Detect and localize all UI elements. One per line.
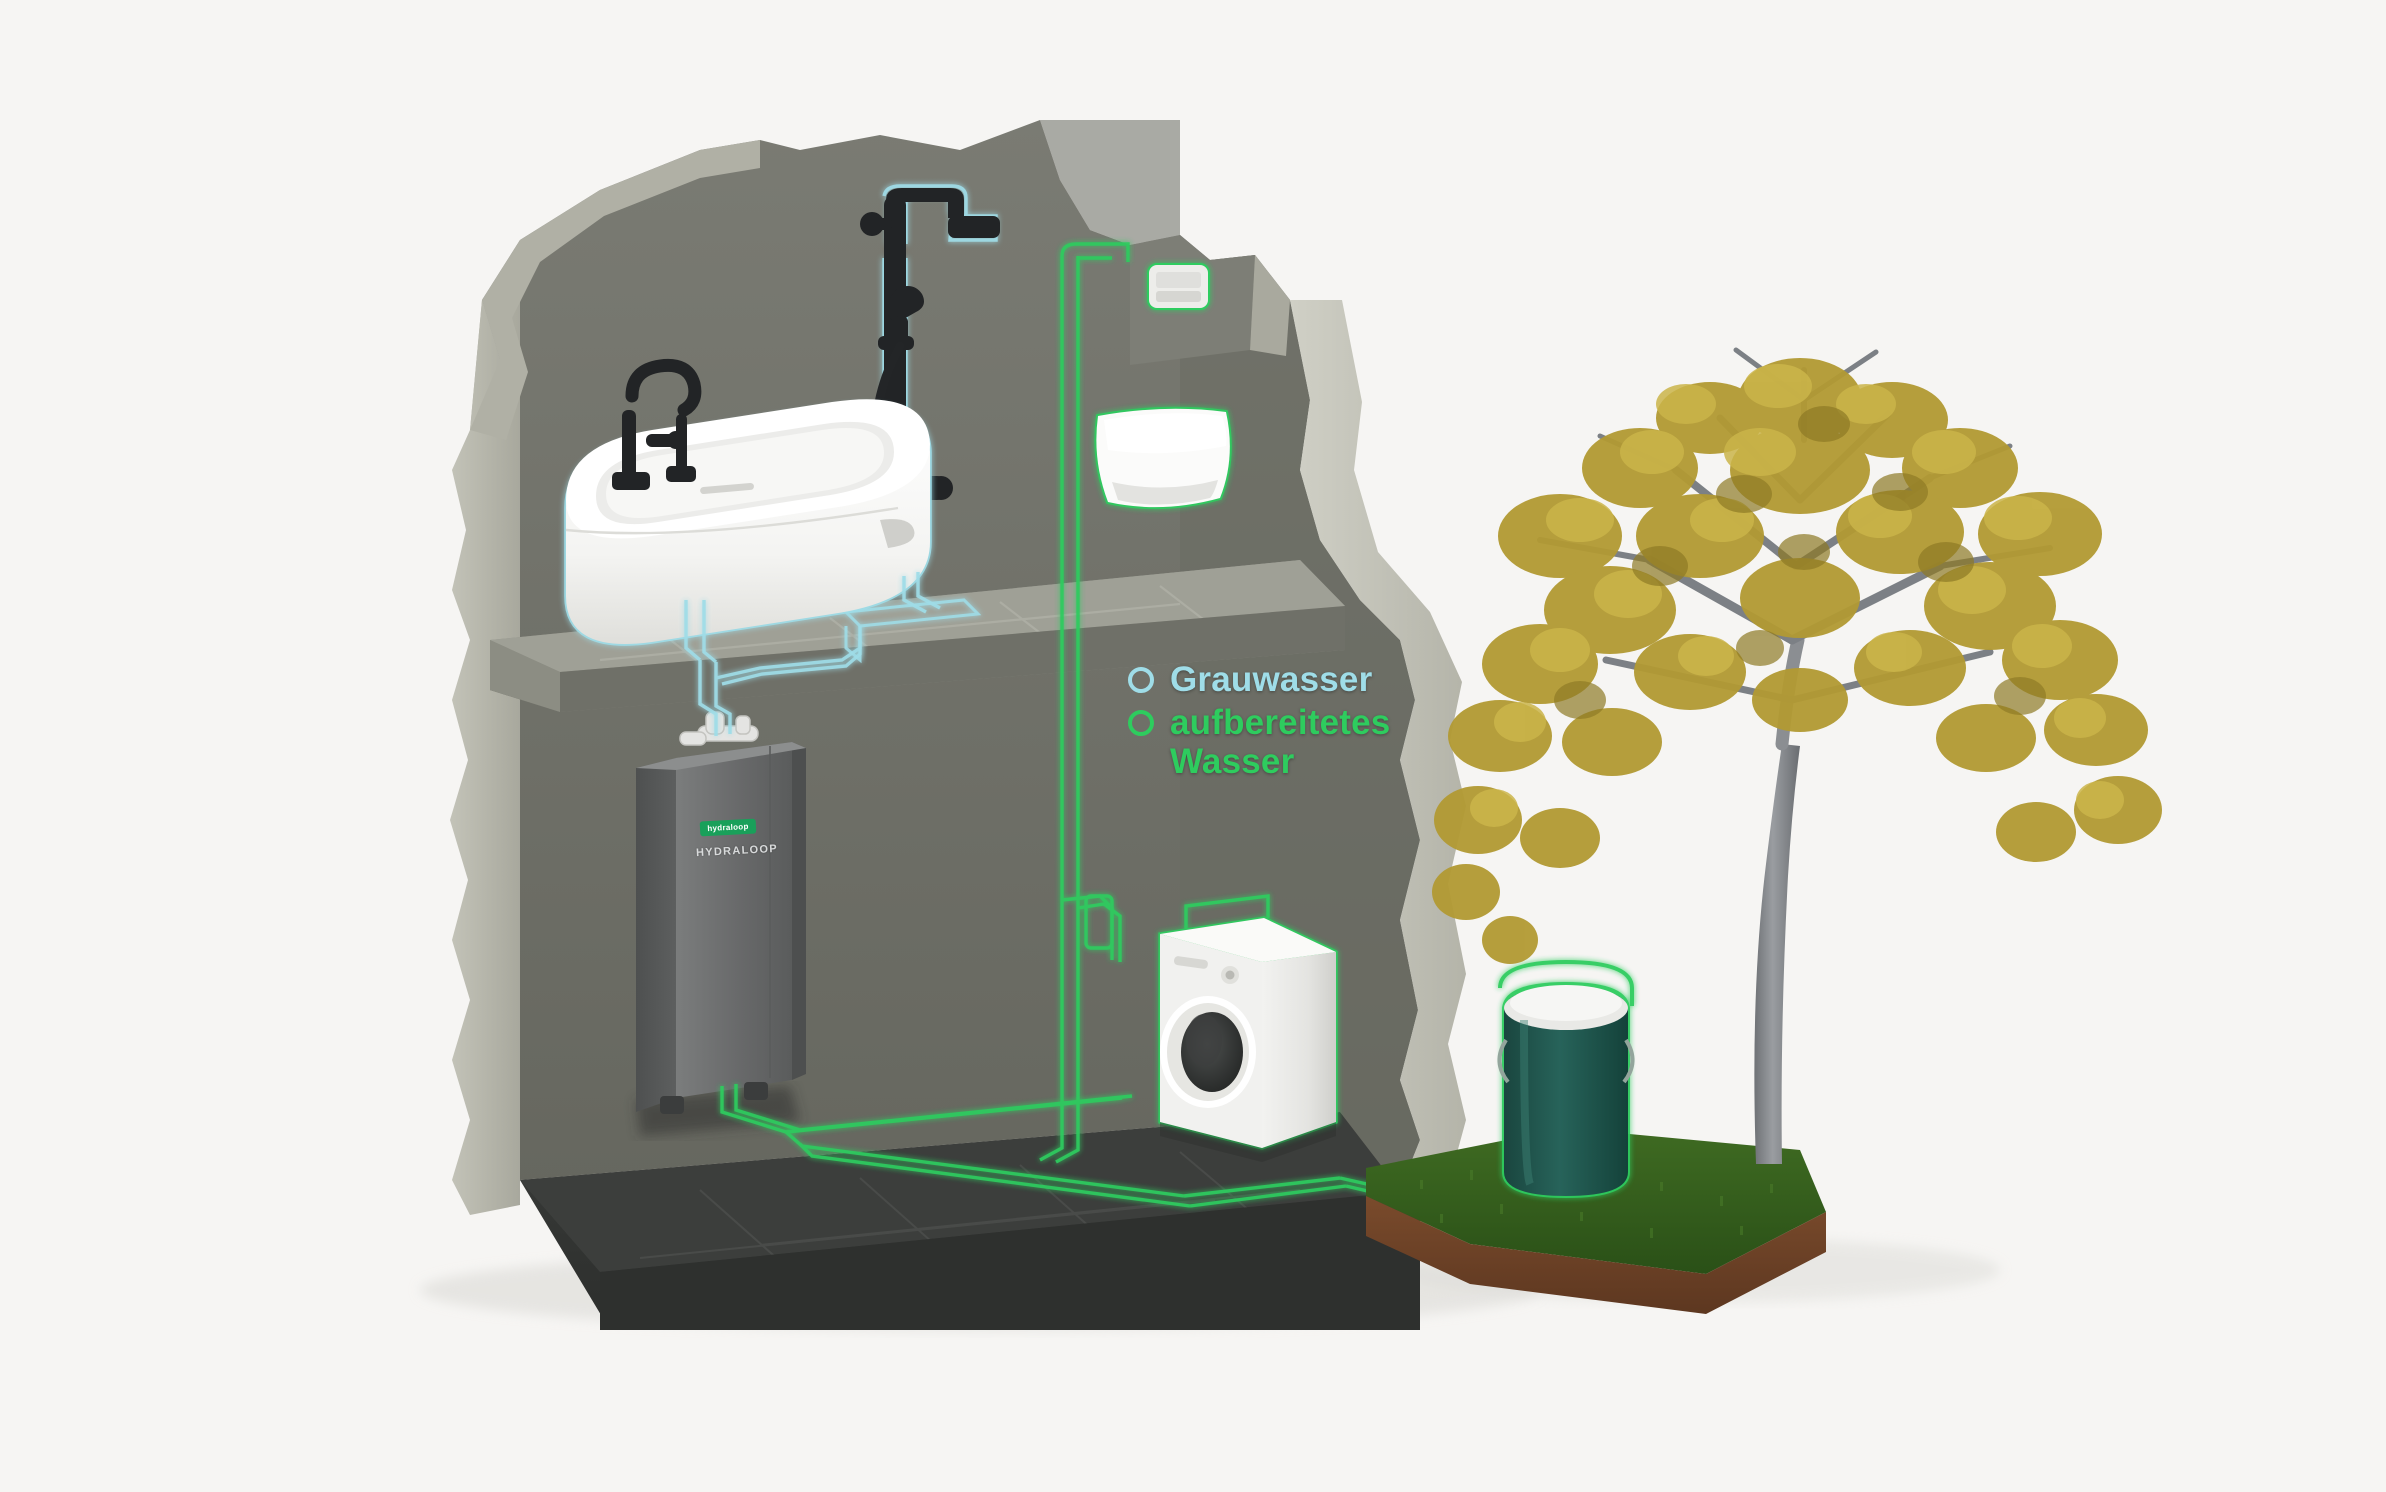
legend-label-greywater: Grauwasser <box>1170 660 1373 699</box>
left-wall <box>450 140 760 1215</box>
faucet <box>612 358 702 490</box>
legend-label-treated-water: aufbereitetes Wasser <box>1170 703 1391 782</box>
hydraloop-brand-text: hydraloop <box>707 821 749 834</box>
legend-item-treated-water: aufbereitetes Wasser <box>1128 703 1430 781</box>
tree-foliage <box>1432 358 2162 964</box>
toilet-bowl <box>1094 406 1232 510</box>
legend-item-greywater: Grauwasser <box>1128 660 1430 699</box>
flush-plate <box>1147 263 1210 310</box>
lower-floor <box>520 1112 1420 1330</box>
circle-outline-icon <box>1128 710 1154 737</box>
hydraloop-unit <box>636 711 806 1136</box>
tree <box>1432 347 2162 1164</box>
rain-barrel <box>1497 959 1635 1199</box>
greywater-pipes <box>684 572 941 736</box>
circle-outline-icon <box>1128 667 1154 693</box>
washing-machine <box>1160 918 1336 1162</box>
hydraloop-brand-badge: hydraloop <box>699 818 757 837</box>
legend: Grauwasser aufbereitetes Wasser <box>1128 660 1430 782</box>
